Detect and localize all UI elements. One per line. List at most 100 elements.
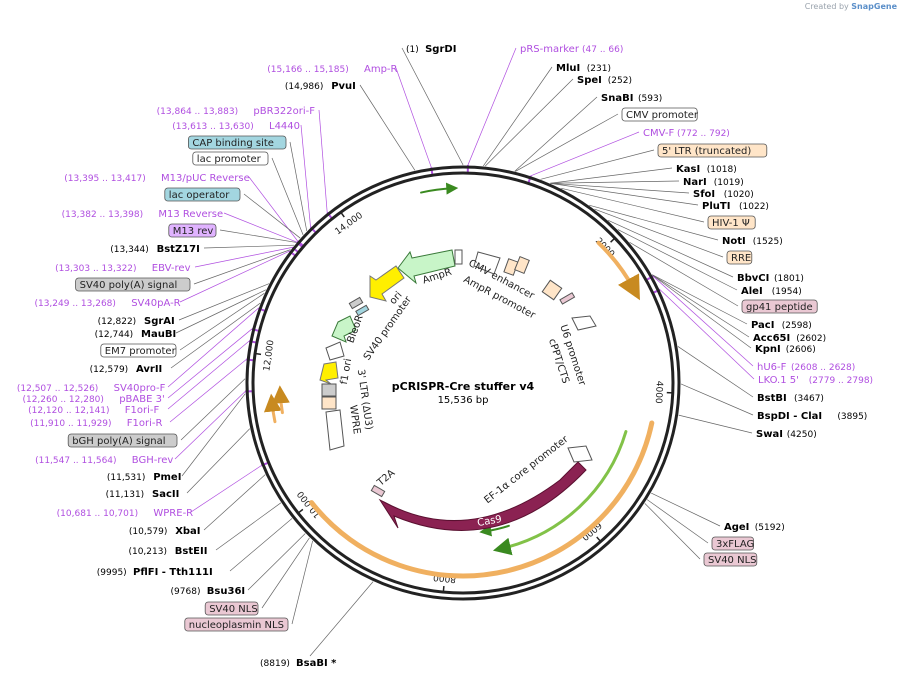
label-position: (1022) [739, 202, 769, 212]
ltr3-box-2 [321, 396, 337, 410]
leader-line [271, 157, 304, 235]
leader-line [318, 109, 328, 213]
label-position: (10,681 .. 10,701) [57, 509, 138, 519]
label-name: NotI [722, 236, 746, 247]
label-name: pBR322ori-F [253, 106, 315, 117]
map-label-lac-operator: lac operator [164, 187, 241, 202]
label-position: (2598) [782, 321, 812, 331]
leader-line [678, 414, 753, 434]
map-label-pvui: PvuI(14,986) [285, 81, 356, 92]
tick-mark [596, 536, 602, 543]
leader-line [203, 474, 266, 531]
label-position: (4250) [787, 430, 817, 440]
leader-line [194, 247, 293, 268]
label-position: (252) [608, 76, 632, 86]
leader-line [652, 274, 750, 338]
tick-mark [340, 211, 345, 218]
leader-line [180, 378, 246, 441]
map-label-m13-rev: M13 rev [168, 223, 217, 238]
label-position: (9995) [97, 568, 127, 578]
map-label-bgh-poly-a-signal: bGH poly(A) signal [67, 433, 178, 448]
map-label-kasi: KasI(1018) [676, 164, 737, 175]
leader-line [179, 250, 290, 303]
label-position: (2602) [796, 334, 826, 344]
leader-line [617, 229, 738, 291]
label-position: (12,744) [95, 330, 134, 340]
map-label-ebv-rev: EBV-rev(13,303 .. 13,322) [55, 263, 190, 274]
map-label-bstz17i: BstZ17I(13,344) [110, 244, 200, 255]
label-name: BGH-rev [132, 455, 174, 466]
snapgene-credit: Created by SnapGene [805, 2, 897, 11]
leader-line [652, 274, 748, 325]
label-position: (3895) [837, 412, 867, 422]
label-name: SV40 NLS [209, 604, 258, 615]
feature-box [168, 223, 217, 238]
label-name: AleI [741, 286, 763, 297]
feature-box [192, 151, 269, 166]
leader-line [289, 141, 308, 232]
leader-line [203, 244, 295, 249]
label-name: SacII [152, 489, 179, 500]
label-name: BspDI - ClaI [757, 411, 822, 422]
label-name: EM7 promoter [105, 346, 177, 357]
map-label-alei: AleI(1954) [741, 286, 802, 297]
map-label-sgrdi: (1)SgrDI [406, 44, 456, 55]
map-label-f1ori-r: F1ori-R(11,910 .. 11,929) [30, 418, 162, 429]
map-label-bspdi-clai: BspDI - ClaI (3895) [757, 411, 867, 422]
tick-label: 12,000 [262, 339, 276, 372]
label-position: (47 .. 66) [582, 45, 623, 55]
label-name: CMV promoter [626, 110, 699, 121]
label-position: (1020) [724, 190, 754, 200]
label-position: (13,864 .. 13,883) [157, 107, 238, 117]
ltr3-box [321, 383, 337, 397]
label-name: AgeI [724, 522, 749, 533]
map-label-mlui: MluI(231) [556, 63, 611, 74]
leader-line [550, 183, 699, 206]
label-position: (5192) [755, 523, 785, 533]
label-name: LKO.1 5' [758, 375, 799, 386]
label-name: MluI [556, 63, 580, 74]
label-position: (1018) [707, 165, 737, 175]
label-name: bGH poly(A) signal [72, 436, 165, 447]
gp41-box [559, 292, 576, 305]
wpre-arc [263, 393, 282, 424]
map-label-l4440: L4440(13,613 .. 13,630) [172, 121, 300, 132]
map-label-cmv-promoter: CMV promoter [621, 107, 699, 122]
map-label-5-ltr-truncated: 5' LTR (truncated) [657, 143, 768, 158]
map-label-sv40-nls: SV40 NLS [204, 601, 259, 616]
map-label-f1ori-f: F1ori-F(12,120 .. 12,141) [28, 405, 159, 416]
small-arc [479, 524, 510, 537]
label-name: BstZ17I [157, 244, 200, 255]
label-position: (772 .. 792) [677, 129, 730, 139]
tick-mark [297, 508, 304, 514]
label-position: (12,260 .. 12,280) [22, 395, 103, 405]
label-name: RRE [731, 253, 751, 264]
label-name: SfoI [693, 189, 715, 200]
inner-features [319, 249, 597, 531]
map-label-bstbi: BstBI(3467) [757, 393, 824, 404]
map-label-bsabi: (8819)BsaBI * [260, 658, 337, 669]
label-name: 3xFLAG [716, 539, 754, 550]
u6-promoter-shape [571, 315, 597, 331]
feature-box [100, 343, 177, 358]
feature-box [703, 552, 758, 567]
label-name: WPRE-R [153, 508, 193, 519]
cmv-enhancer-shape [473, 251, 501, 275]
label-name: CMV-F [643, 128, 674, 139]
leader-line [215, 502, 282, 551]
leader-line [167, 308, 259, 388]
label-name: 5' LTR (truncated) [662, 146, 751, 157]
map-label-sv40-poly-a-signal: SV40 poly(A) signal [75, 277, 191, 292]
leader-line [550, 180, 680, 184]
label-position: (1801) [774, 274, 804, 284]
label-name: SwaI [756, 429, 783, 440]
label-position: (13,613 .. 13,630) [172, 122, 253, 132]
map-label-hiv-1: HIV-1 Ψ [707, 215, 756, 230]
tick-mark [254, 352, 262, 356]
feature-box [711, 536, 754, 551]
leader-line [181, 393, 246, 477]
map-label-noti: NotI(1525) [722, 236, 783, 247]
feature-box [707, 215, 756, 230]
leader-line [223, 212, 297, 243]
